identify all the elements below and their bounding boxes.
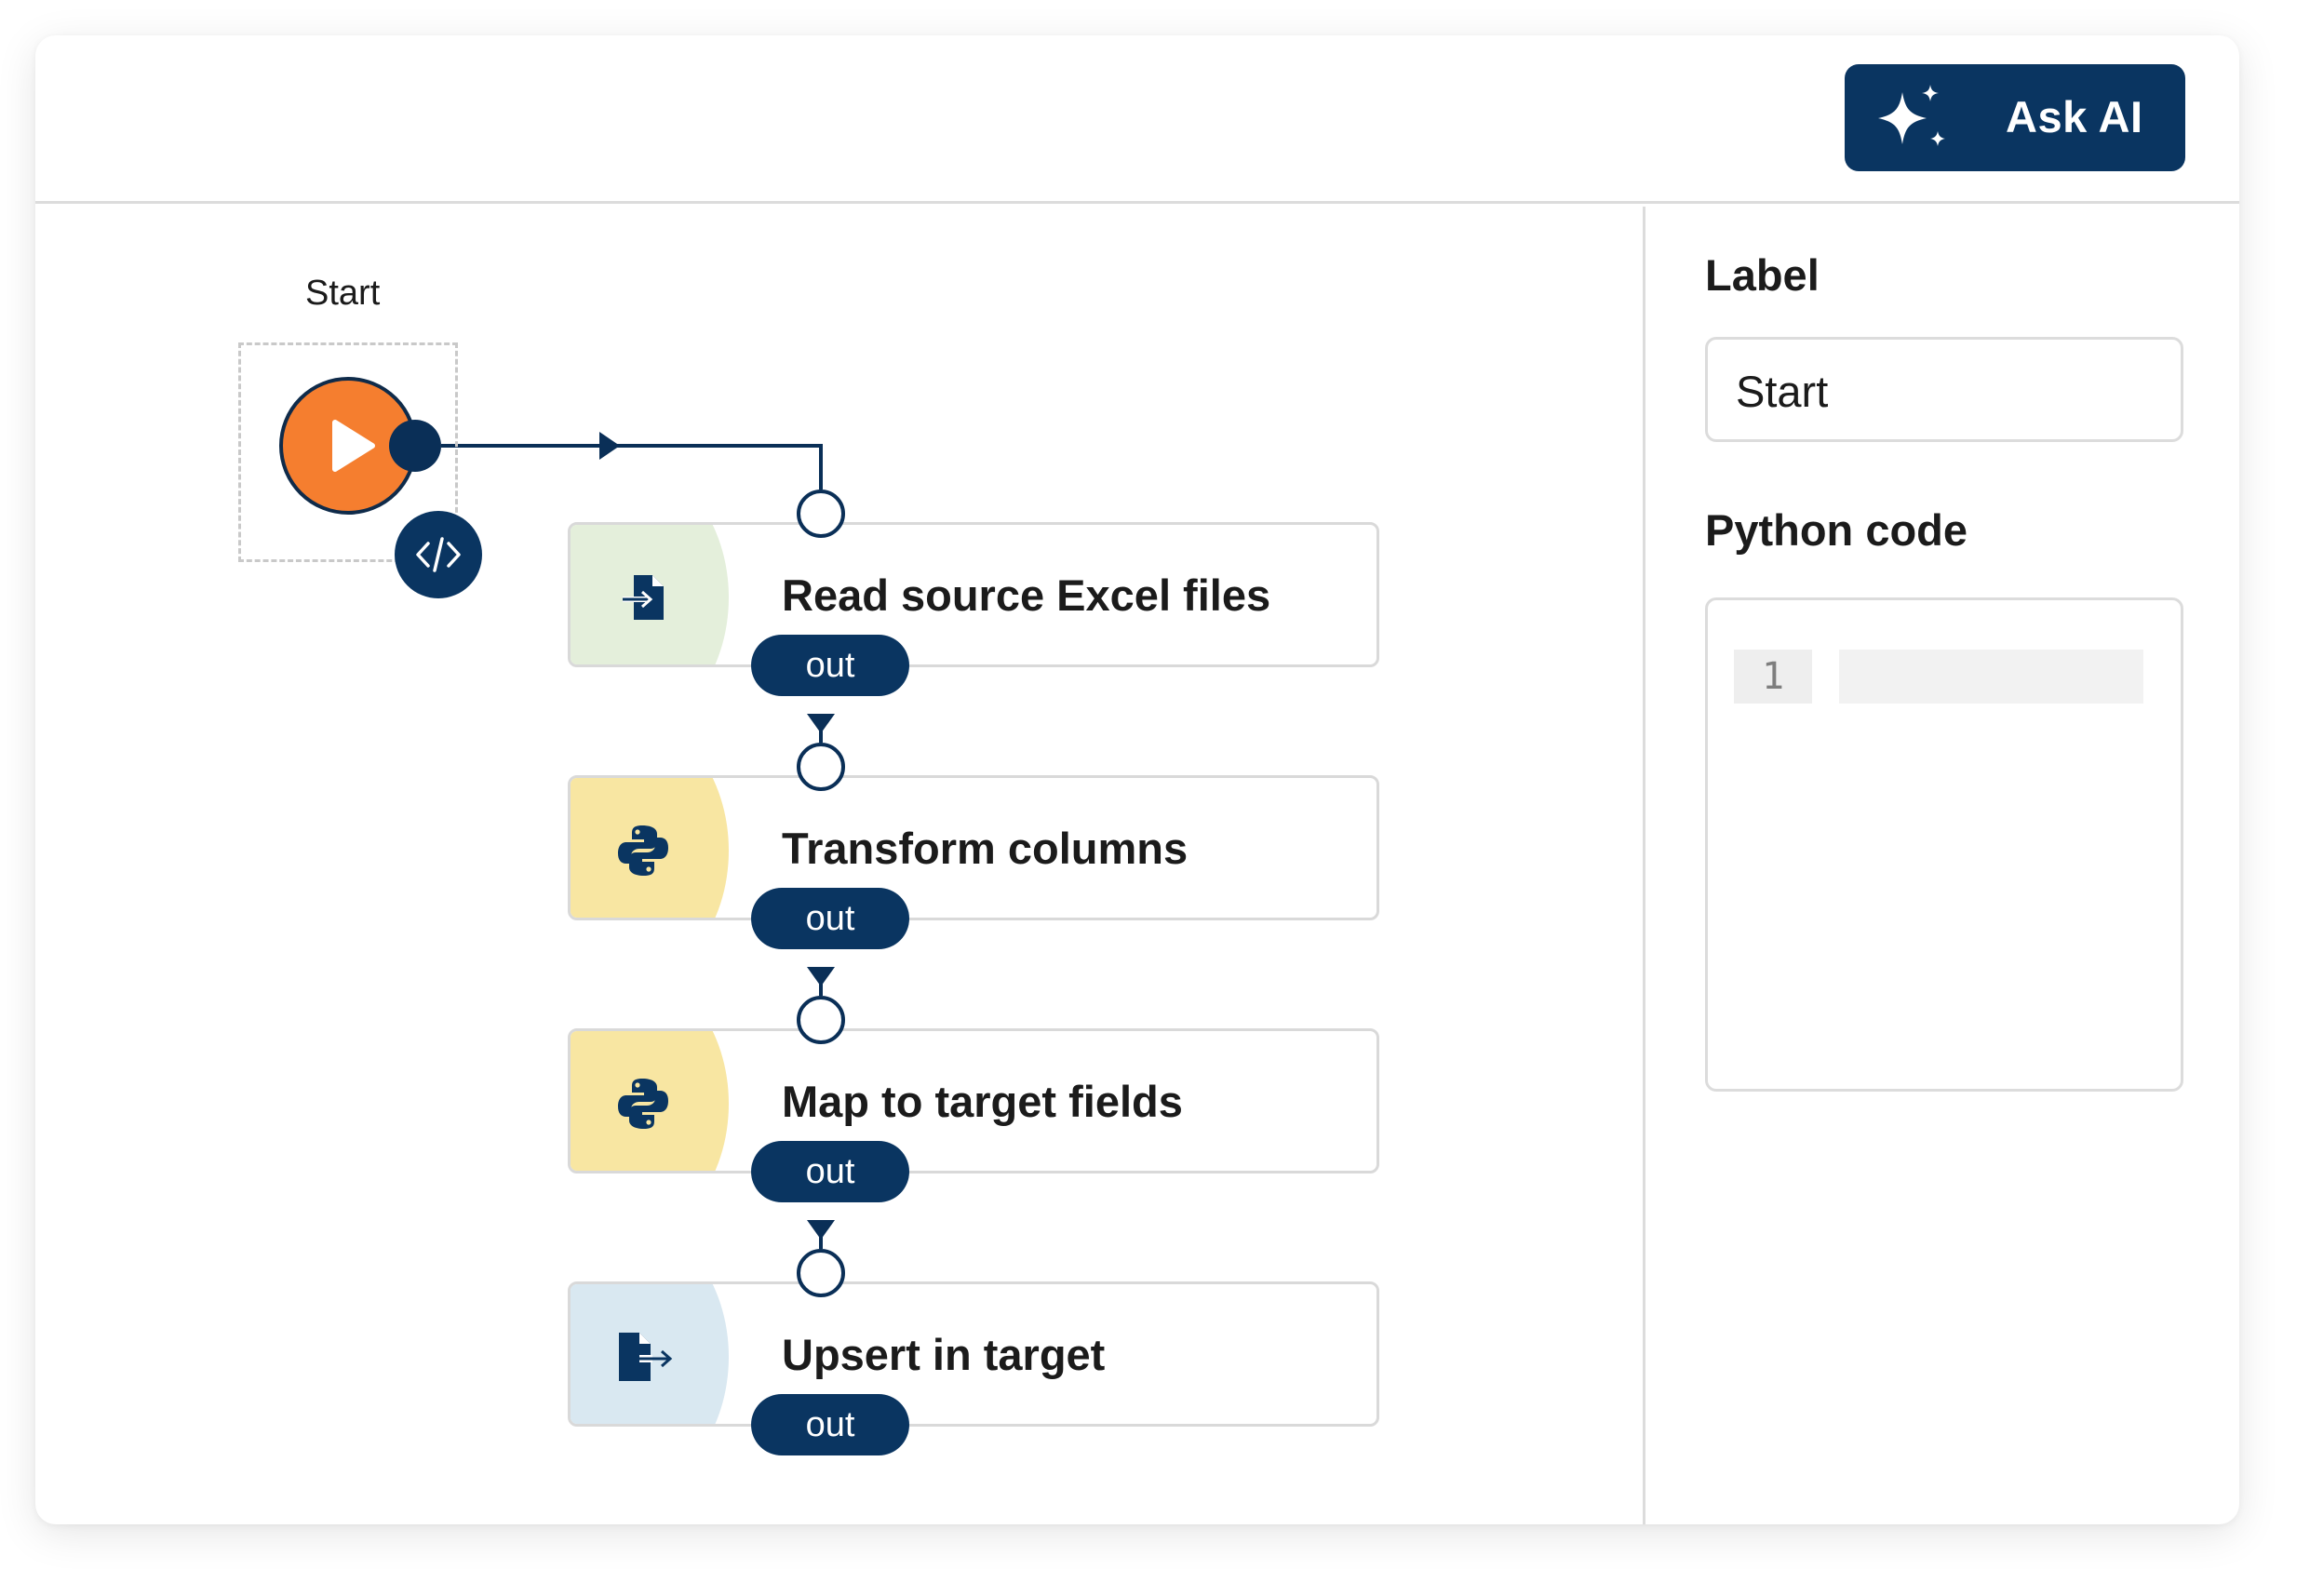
ask-ai-button[interactable]: Ask AI (1845, 64, 2185, 171)
python-icon (618, 825, 668, 876)
node-transform-columns[interactable]: Transform columns (568, 775, 1379, 920)
node-title: Read source Excel files (782, 570, 1271, 620)
node-title: Map to target fields (782, 1077, 1183, 1126)
play-icon (332, 420, 375, 472)
node-output-port[interactable]: out (751, 1141, 909, 1202)
label-heading: Label (1705, 250, 1820, 300)
connector-lines (441, 432, 835, 1249)
node-map-target-fields[interactable]: Map to target fields (568, 1028, 1379, 1174)
node-upsert-target[interactable]: Upsert in target (568, 1281, 1379, 1427)
node-output-port[interactable]: out (751, 635, 909, 696)
start-node-selection (238, 342, 458, 562)
line-number: 1 (1734, 650, 1812, 704)
node-input-port[interactable] (797, 490, 845, 538)
code-icon (416, 537, 461, 572)
workflow-canvas[interactable]: Start (35, 207, 1643, 1524)
node-input-port[interactable] (797, 996, 845, 1044)
node-title: Upsert in target (782, 1330, 1106, 1379)
node-output-port[interactable]: out (751, 1394, 909, 1455)
top-toolbar: Ask AI (35, 35, 2239, 204)
python-code-editor[interactable]: 1 (1705, 597, 2183, 1092)
start-node-label: Start (305, 274, 381, 313)
node-output-port[interactable]: out (751, 888, 909, 949)
label-input[interactable]: Start (1705, 337, 2183, 442)
node-input-port[interactable] (797, 1249, 845, 1297)
node-input-port[interactable] (797, 743, 845, 791)
file-import-icon (623, 575, 664, 620)
ask-ai-label: Ask AI (2006, 92, 2143, 141)
sparkles-icon (1878, 85, 1945, 146)
workflow-editor: Ask AI Start (35, 35, 2239, 1524)
node-title: Transform columns (782, 824, 1189, 873)
code-badge-button[interactable] (395, 511, 482, 598)
start-output-port[interactable] (389, 420, 441, 472)
python-code-heading: Python code (1705, 505, 1968, 555)
file-export-icon (619, 1333, 673, 1381)
python-icon (618, 1079, 668, 1129)
properties-panel: Label Start Python code 1 (1643, 207, 2239, 1524)
code-line[interactable] (1839, 650, 2143, 704)
node-read-source[interactable]: Read source Excel files (568, 522, 1379, 667)
